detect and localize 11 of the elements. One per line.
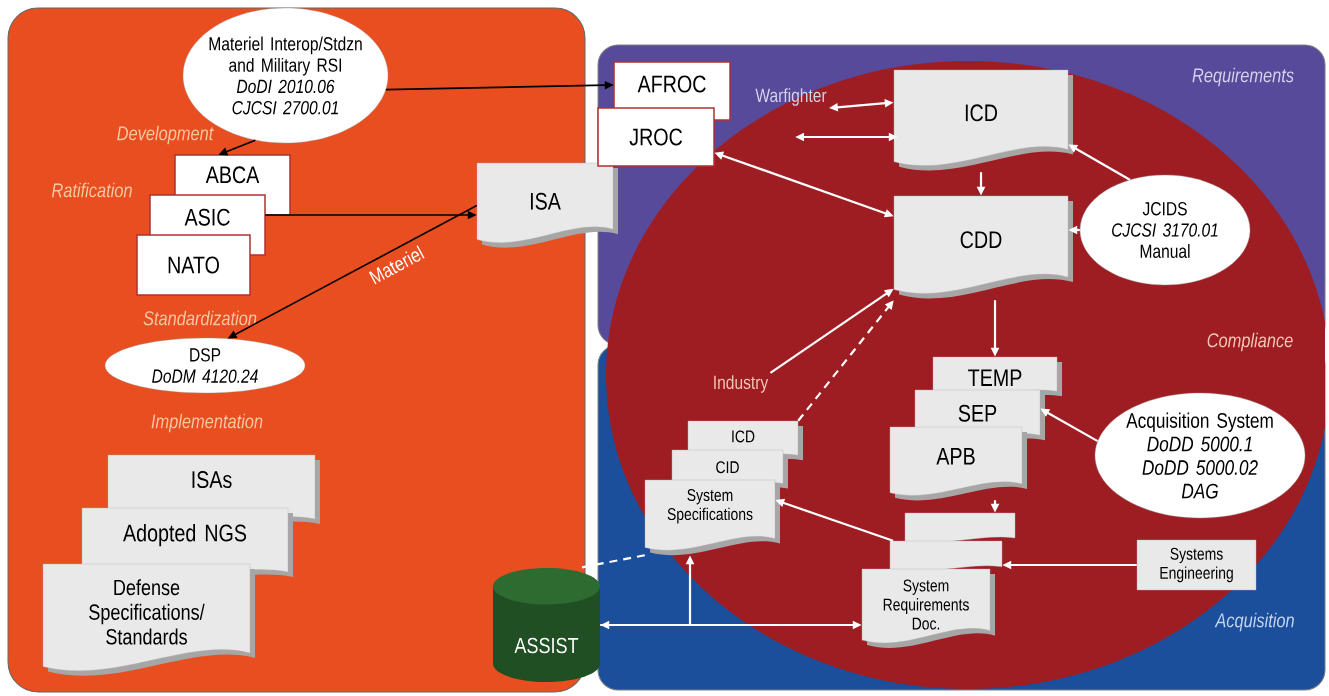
section-label: Standardization [143, 310, 257, 326]
section-label: Ratification [51, 182, 132, 198]
section-label: Implementation [151, 413, 263, 433]
section-label: Acquisition [1214, 612, 1294, 632]
section-label: Compliance [1207, 332, 1293, 352]
section-label: Requirements [1192, 67, 1294, 87]
label-box: JROC [597, 107, 715, 167]
label-box: Systems Engineering [1136, 539, 1257, 591]
flow-label: Industry [714, 375, 769, 393]
label-box: NATO [136, 234, 251, 296]
database-cylinder: ASSIST [493, 568, 600, 682]
